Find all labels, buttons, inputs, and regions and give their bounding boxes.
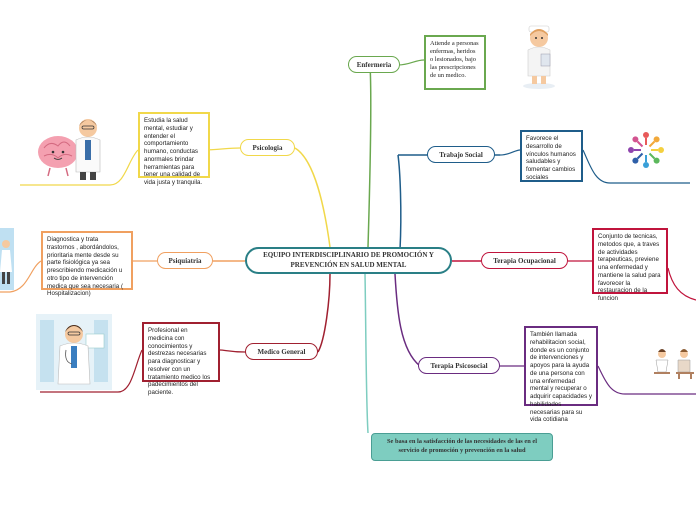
node-terapia-psicosocial-label: Terapia Psicosocial: [430, 361, 488, 370]
node-medico-general[interactable]: Medico General: [245, 343, 318, 360]
doctor-illustration: [36, 314, 112, 390]
desc-enfermeria-text: Atiende a personas enfermas, heridos o l…: [430, 40, 479, 79]
node-terapia-ocupacional[interactable]: Terapia Ocupacional: [481, 252, 568, 269]
desc-psicologia-text: Estudia la salud mental, estudiar y ente…: [144, 117, 203, 186]
node-trabajo-social-label: Trabajo Social: [439, 150, 483, 159]
psychiatry-illustration: [0, 228, 14, 290]
central-topic-line2: PREVENCIÓN EN SALUD MENTAL: [290, 260, 407, 269]
node-terapia-ocupacional-label: Terapia Ocupacional: [493, 256, 556, 265]
desc-trabajo-social[interactable]: Favorece el desarrollo de vínculos human…: [520, 130, 583, 182]
desc-terapia-ocupacional[interactable]: Conjunto de tecnicas, metodos que, a tra…: [592, 228, 668, 302]
desc-psicologia[interactable]: Estudia la salud mental, estudiar y ente…: [138, 112, 210, 186]
node-psicologia[interactable]: Psicologia: [240, 139, 295, 156]
desc-terapia-ocupacional-text: Conjunto de tecnicas, metodos que, a tra…: [598, 233, 661, 302]
node-enfermeria[interactable]: Enfermeria: [348, 56, 400, 73]
node-medico-general-label: Medico General: [257, 347, 306, 356]
desc-enfermeria[interactable]: Atiende a personas enfermas, heridos o l…: [424, 35, 486, 90]
desc-terapia-psicosocial-text: También llamada rehabilitacion social, d…: [530, 331, 592, 424]
psychosocial-illustration: [654, 349, 694, 379]
bottom-note-line1: Se basa en la satisfacción de las necesi…: [386, 438, 537, 446]
node-psiquiatria-label: Psiquiatria: [168, 256, 202, 265]
nurse-illustration: [523, 25, 555, 89]
node-psicologia-label: Psicologia: [252, 143, 283, 152]
desc-terapia-psicosocial[interactable]: También llamada rehabilitacion social, d…: [524, 326, 598, 423]
node-trabajo-social[interactable]: Trabajo Social: [427, 146, 495, 163]
desc-psiquiatria-text: Diagnostica y trata trastornos , abordán…: [47, 236, 124, 298]
central-topic[interactable]: EQUIPO INTERDISCIPLINARIO DE PROMOCIÓN Y…: [245, 247, 452, 274]
node-enfermeria-label: Enfermeria: [356, 60, 392, 69]
brain-doctor-illustration: [38, 119, 101, 180]
social-circle-illustration: [628, 132, 664, 168]
desc-trabajo-social-text: Favorece el desarrollo de vínculos human…: [526, 135, 576, 181]
bottom-note[interactable]: Se basa en la satisfacción de las necesi…: [371, 433, 553, 461]
desc-psiquiatria[interactable]: Diagnostica y trata trastornos , abordán…: [41, 231, 133, 297]
node-terapia-psicosocial[interactable]: Terapia Psicosocial: [418, 357, 500, 374]
node-psiquiatria[interactable]: Psiquiatria: [157, 252, 213, 269]
desc-medico-general-text: Profesional en medicina con conocimiento…: [148, 327, 211, 396]
bottom-note-line2: servicio de promoción y prevención en la…: [398, 447, 526, 454]
central-topic-line1: EQUIPO INTERDISCIPLINARIO DE PROMOCIÓN Y: [263, 251, 434, 260]
desc-medico-general[interactable]: Profesional en medicina con conocimiento…: [142, 322, 220, 396]
